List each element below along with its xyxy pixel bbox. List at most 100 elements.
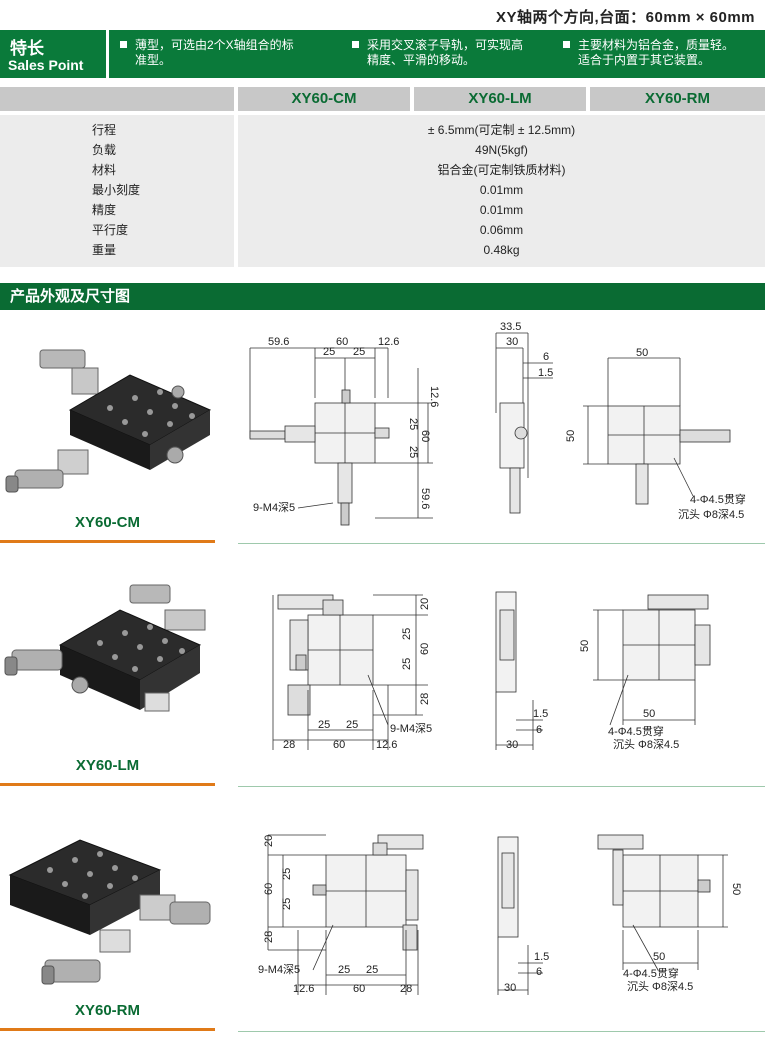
spec-header-model: XY60-RM: [590, 87, 765, 111]
sales-point-label: 特长 Sales Point: [0, 30, 106, 78]
spec-value: 49N(5kgf): [475, 143, 528, 157]
dim-label: 50: [565, 430, 577, 442]
sales-point-divider: [106, 30, 109, 78]
dim-label: 6: [543, 351, 549, 363]
product-photo-cm: [5, 349, 212, 493]
spec-row: 材料 铝合金(可定制铁质材料): [0, 160, 765, 180]
product-photo-lm: [4, 584, 206, 712]
spec-value-column: [238, 115, 765, 267]
sales-point-text: 适合于内置于其它装置。: [578, 53, 711, 67]
sales-point-label-en: Sales Point: [8, 57, 84, 73]
bullet-square-icon: [563, 41, 570, 49]
product-name: XY60-RM: [74, 1002, 141, 1019]
hole-note: 4-Φ4.5贯穿: [623, 966, 679, 980]
product-name: XY60-CM: [74, 514, 141, 531]
dim-label: 25: [281, 868, 293, 880]
dim-label: 60: [336, 336, 348, 348]
spec-label: 平行度: [92, 223, 129, 237]
spec-label: 精度: [92, 203, 117, 217]
dim-label: 25: [318, 719, 330, 731]
hole-note: 沉头 Φ8深4.5: [678, 508, 744, 521]
spec-header-model: XY60-LM: [414, 87, 586, 111]
sales-point-text: 精度、平滑的移动。: [367, 53, 476, 67]
spec-label: 最小刻度: [92, 183, 141, 197]
spec-row: 精度 0.01mm: [0, 200, 765, 220]
sales-point-item: 薄型，可选由2个X轴组合的标 准型。: [120, 38, 294, 68]
spec-label: 负载: [92, 143, 117, 157]
dim-label: 12.6: [378, 336, 399, 348]
dim-label: 28: [419, 693, 431, 705]
drawing-lm: 20 25 25 60 28 25 25 28 60 12.6 9-M4深5 1…: [272, 591, 711, 751]
dim-label: 60: [419, 643, 431, 655]
drawing-underline: [238, 543, 765, 544]
product-underline: [0, 540, 215, 543]
sales-point-band: [0, 30, 765, 78]
micrometer-icon: [14, 469, 64, 489]
dim-label: 20: [419, 598, 431, 610]
drawing-rm: 20 25 25 60 28 9-M4深5 25 25 12.6 60 28 1…: [258, 834, 742, 995]
dim-label: 1.5: [538, 367, 553, 379]
dim-label: 25: [353, 346, 365, 358]
micrometer-icon: [169, 901, 211, 925]
drawing-underline: [238, 786, 765, 787]
spec-label-column: [0, 115, 234, 267]
spec-value: 0.01mm: [479, 203, 524, 217]
bullet-square-icon: [120, 41, 127, 49]
product-photo-rm: [8, 839, 211, 985]
product-underline: [0, 783, 215, 786]
page-title: XY轴两个方向,台面：60mm × 60mm: [496, 9, 755, 26]
sales-point-text: 准型。: [135, 53, 172, 67]
sales-point-text: 主要材料为铝合金，质量轻。: [578, 38, 735, 52]
dim-label: 1.5: [533, 708, 548, 720]
dim-label: 50: [643, 708, 655, 720]
dim-label: 59.6: [419, 488, 431, 509]
spec-row: 最小刻度 0.01mm: [0, 180, 765, 200]
spec-label: 材料: [92, 163, 117, 177]
dim-label: 1.5: [534, 951, 549, 963]
spec-table-body: 行程± 6.5mm(可定制 ± 12.5mm) 负载 49N(5kgf) 材料 铝合…: [0, 115, 765, 267]
dim-label: 25: [323, 346, 335, 358]
spec-value: 铝合金(可定制铁质材料): [437, 163, 566, 177]
dim-label: 28: [283, 739, 295, 751]
spec-table-header: XY60-CM XY60-LM XY60-RM: [0, 87, 765, 111]
dim-label: 30: [506, 739, 518, 751]
spec-row: 负载 49N(5kgf): [0, 140, 765, 160]
dim-label: 50: [579, 640, 591, 652]
dim-label: 25: [366, 964, 378, 976]
dim-label: 25: [346, 719, 358, 731]
dim-label: 20: [263, 835, 275, 847]
dim-label: 50: [636, 347, 648, 359]
spec-label: 重量: [92, 243, 117, 257]
dim-label: 12.6: [376, 739, 397, 751]
sales-point-label-cn: 特长: [10, 39, 44, 58]
product-underline: [0, 1028, 215, 1031]
hole-note: 沉头 Φ8深4.5: [627, 980, 693, 993]
hole-note: 4-Φ4.5贯穿: [608, 724, 664, 738]
dim-label: 25: [401, 658, 413, 670]
drawing-underline: [238, 1031, 765, 1032]
bullet-square-icon: [352, 41, 359, 49]
dim-label: 60: [353, 983, 365, 995]
product-name: XY60-LM: [75, 757, 140, 774]
dim-label: 60: [333, 739, 345, 751]
tap-label: 9-M4深5: [258, 963, 300, 976]
tap-label: 9-M4深5: [390, 722, 432, 735]
dim-label: 25: [338, 964, 350, 976]
drawing-cm: 59.6 60 12.6 25 25 12.6 25 25 60 59.6 9-…: [249, 321, 746, 526]
dim-label: 50: [730, 883, 742, 895]
spec-row: 行程± 6.5mm(可定制 ± 12.5mm): [0, 120, 765, 140]
dim-label: 25: [401, 628, 413, 640]
spec-value: 0.01mm: [479, 183, 524, 197]
dim-label: 28: [263, 931, 275, 943]
dim-label: 25: [281, 898, 293, 910]
tap-label: 9-M4深5: [253, 501, 295, 514]
sales-point-text: 薄型，可选由2个X轴组合的标: [135, 38, 294, 52]
dim-label: 12.6: [428, 386, 440, 407]
dim-label: 6: [536, 724, 542, 736]
spec-header-model: XY60-CM: [238, 87, 410, 111]
dim-label: 50: [653, 951, 665, 963]
spec-header-blank: [0, 87, 234, 111]
dim-label: 60: [263, 883, 275, 895]
spec-label: 行程: [92, 123, 117, 137]
